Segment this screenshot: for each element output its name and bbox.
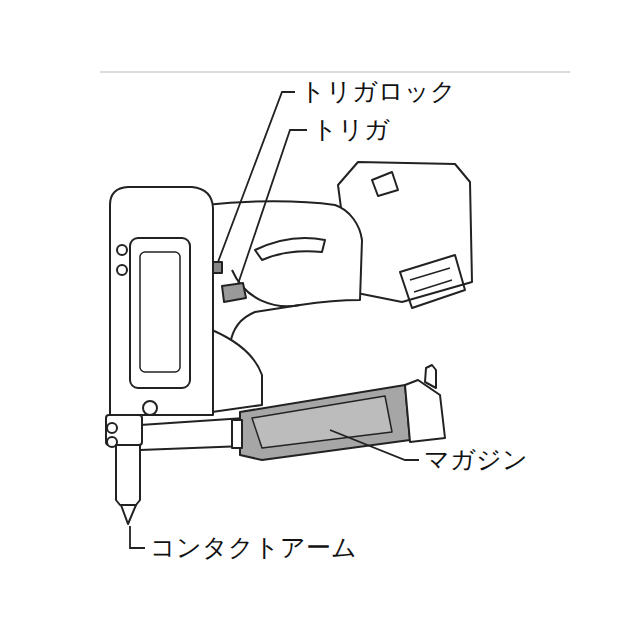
part-label: コンタクトアーム [150, 532, 357, 564]
top-rule [100, 71, 570, 73]
part-label: トリガロック [300, 76, 456, 108]
tool-body [106, 162, 472, 524]
leader-lines [130, 92, 419, 548]
leader-line [218, 92, 295, 262]
leader-line [130, 526, 145, 548]
leader-line [238, 130, 307, 284]
leader-line [330, 430, 419, 460]
part-label: トリガ [312, 114, 390, 146]
part-label: マガジン [424, 444, 528, 476]
